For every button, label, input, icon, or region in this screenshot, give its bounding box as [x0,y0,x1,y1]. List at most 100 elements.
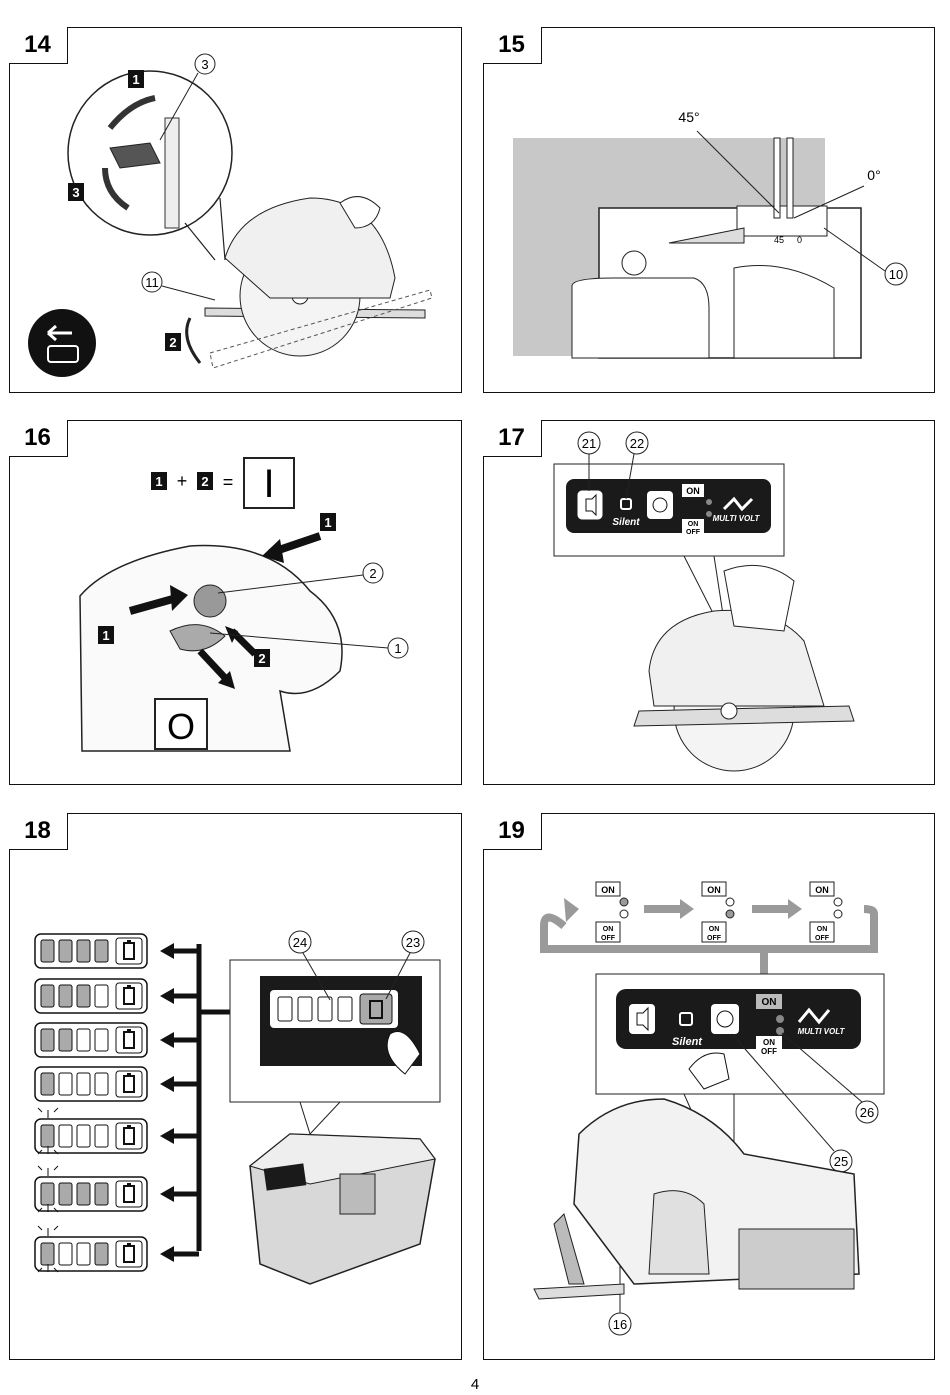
on-off-bottom-label: OFF [601,935,616,942]
mode-state-1: ON ON OFF [595,881,629,943]
callout-label: 22 [630,436,644,451]
step-label: 3 [72,185,79,200]
callout-label: 10 [889,267,903,282]
battery-level-row [34,1225,199,1273]
callout-label: 24 [293,935,307,950]
mode-state-2: ON ON OFF [701,881,735,943]
figure-number: 16 [8,419,68,457]
battery-segment [76,1028,91,1052]
battery-segment [58,1182,73,1206]
battery-segment [94,1072,109,1096]
battery-segment [40,1028,55,1052]
battery-segment [94,1028,109,1052]
step-label: 2 [169,335,176,350]
on-off-bottom-label: OFF [707,935,722,942]
callout-label: 2 [369,566,376,581]
brand-label: MULTI VOLT [798,1027,846,1036]
figure-18: 18 24 23 [8,812,462,1360]
figure-17: 17 Silent ON ON OFF MULTI VOLT 21 22 [482,419,935,785]
figure-16: 16 1 + 2 = I 1 1 2 2 1 [8,419,462,785]
battery-segment [76,984,91,1008]
step-label: 2 [258,651,265,666]
step-marker [128,70,144,88]
step-label: 1 [324,515,331,530]
figure-14: 14 1 3 2 3 11 [8,26,462,393]
battery-level-row [34,933,199,969]
battery-segment [76,1072,91,1096]
on-off-top-label: ON [817,926,828,933]
equation-plus: + [177,471,188,491]
battery-segment [40,1072,55,1096]
callout-label: 25 [834,1154,848,1169]
on-label: ON [762,997,777,1008]
callout-label: 3 [201,57,208,72]
remove-battery-icon [28,309,96,377]
on-label: ON [815,885,829,895]
step-label: 1 [132,72,139,87]
battery-segment [40,1124,55,1148]
on-off-top-label: ON [763,1038,775,1047]
control-panel-illustration: Silent ON ON OFF MULTI VOLT 21 22 [553,431,855,772]
callout-label: 26 [860,1105,874,1120]
mode-state-3: ON ON OFF [809,881,843,943]
battery-segment [58,939,73,963]
battery-segment [40,984,55,1008]
battery-segment [40,1242,55,1266]
on-symbol: I [263,462,274,506]
callout-circle [194,53,216,75]
equation-step-1: 1 [155,474,162,489]
step-label: 1 [102,628,109,643]
on-off-top-label: ON [709,926,720,933]
on-label: ON [707,885,721,895]
on-label: ON [601,885,615,895]
brand-label: MULTI VOLT [713,514,761,523]
callout-label: 1 [394,641,401,656]
light-mode-illustration: ON ON OFF ON ON OFF ON ON OFF [533,881,885,1336]
battery-level-row [34,978,199,1014]
figure-number: 15 [482,26,542,64]
equation-equals: = [223,472,234,492]
callout-label: 11 [145,275,159,290]
battery-segment [76,1182,91,1206]
figure-number: 17 [482,419,542,457]
bevel-scale-illustration: 45 0 45° 0° 10 [513,109,908,359]
battery-segment [40,1182,55,1206]
battery-segment [58,1124,73,1148]
battery-segment [76,939,91,963]
figure-number: 18 [8,812,68,850]
battery-segment [58,1242,73,1266]
battery-segment [76,1242,91,1266]
figure-number: 19 [482,812,542,850]
battery-segment [94,1182,109,1206]
battery-segment [94,1124,109,1148]
angle-0-label: 0° [867,167,880,183]
battery-segment [58,1072,73,1096]
battery-level-row [34,1165,199,1213]
scale-mark-label: 45 [774,235,784,245]
on-off-top-label: ON [688,521,699,528]
on-off-bottom-label: OFF [761,1047,777,1056]
step-marker [165,333,181,351]
battery-level-row [34,1107,199,1155]
callout-circle [141,271,163,293]
battery-segment [94,1242,109,1266]
callout-label: 23 [406,935,420,950]
battery-segment [76,1124,91,1148]
off-symbol: O [167,706,195,747]
scale-mark-label: 0 [797,235,802,245]
figure-15: 15 45 0 45° 0° 10 [482,26,935,393]
step-marker [68,183,84,201]
equation-step-2: 2 [201,474,208,489]
on-off-bottom-label: OFF [815,935,830,942]
battery-segment [58,984,73,1008]
callout-circle [884,262,908,286]
callout-label: 16 [613,1317,627,1332]
battery-level-row [34,1066,199,1102]
battery-level-row [34,1022,199,1058]
battery-indicator-illustration: 24 23 [34,930,441,1285]
saw-bevel-illustration: 1 3 2 3 11 [28,53,433,377]
on-off-bottom-label: OFF [686,529,701,536]
callout-label: 21 [582,436,596,451]
figure-19: 19 ON ON OFF ON ON OFF [482,812,935,1360]
silent-label: Silent [672,1036,703,1048]
